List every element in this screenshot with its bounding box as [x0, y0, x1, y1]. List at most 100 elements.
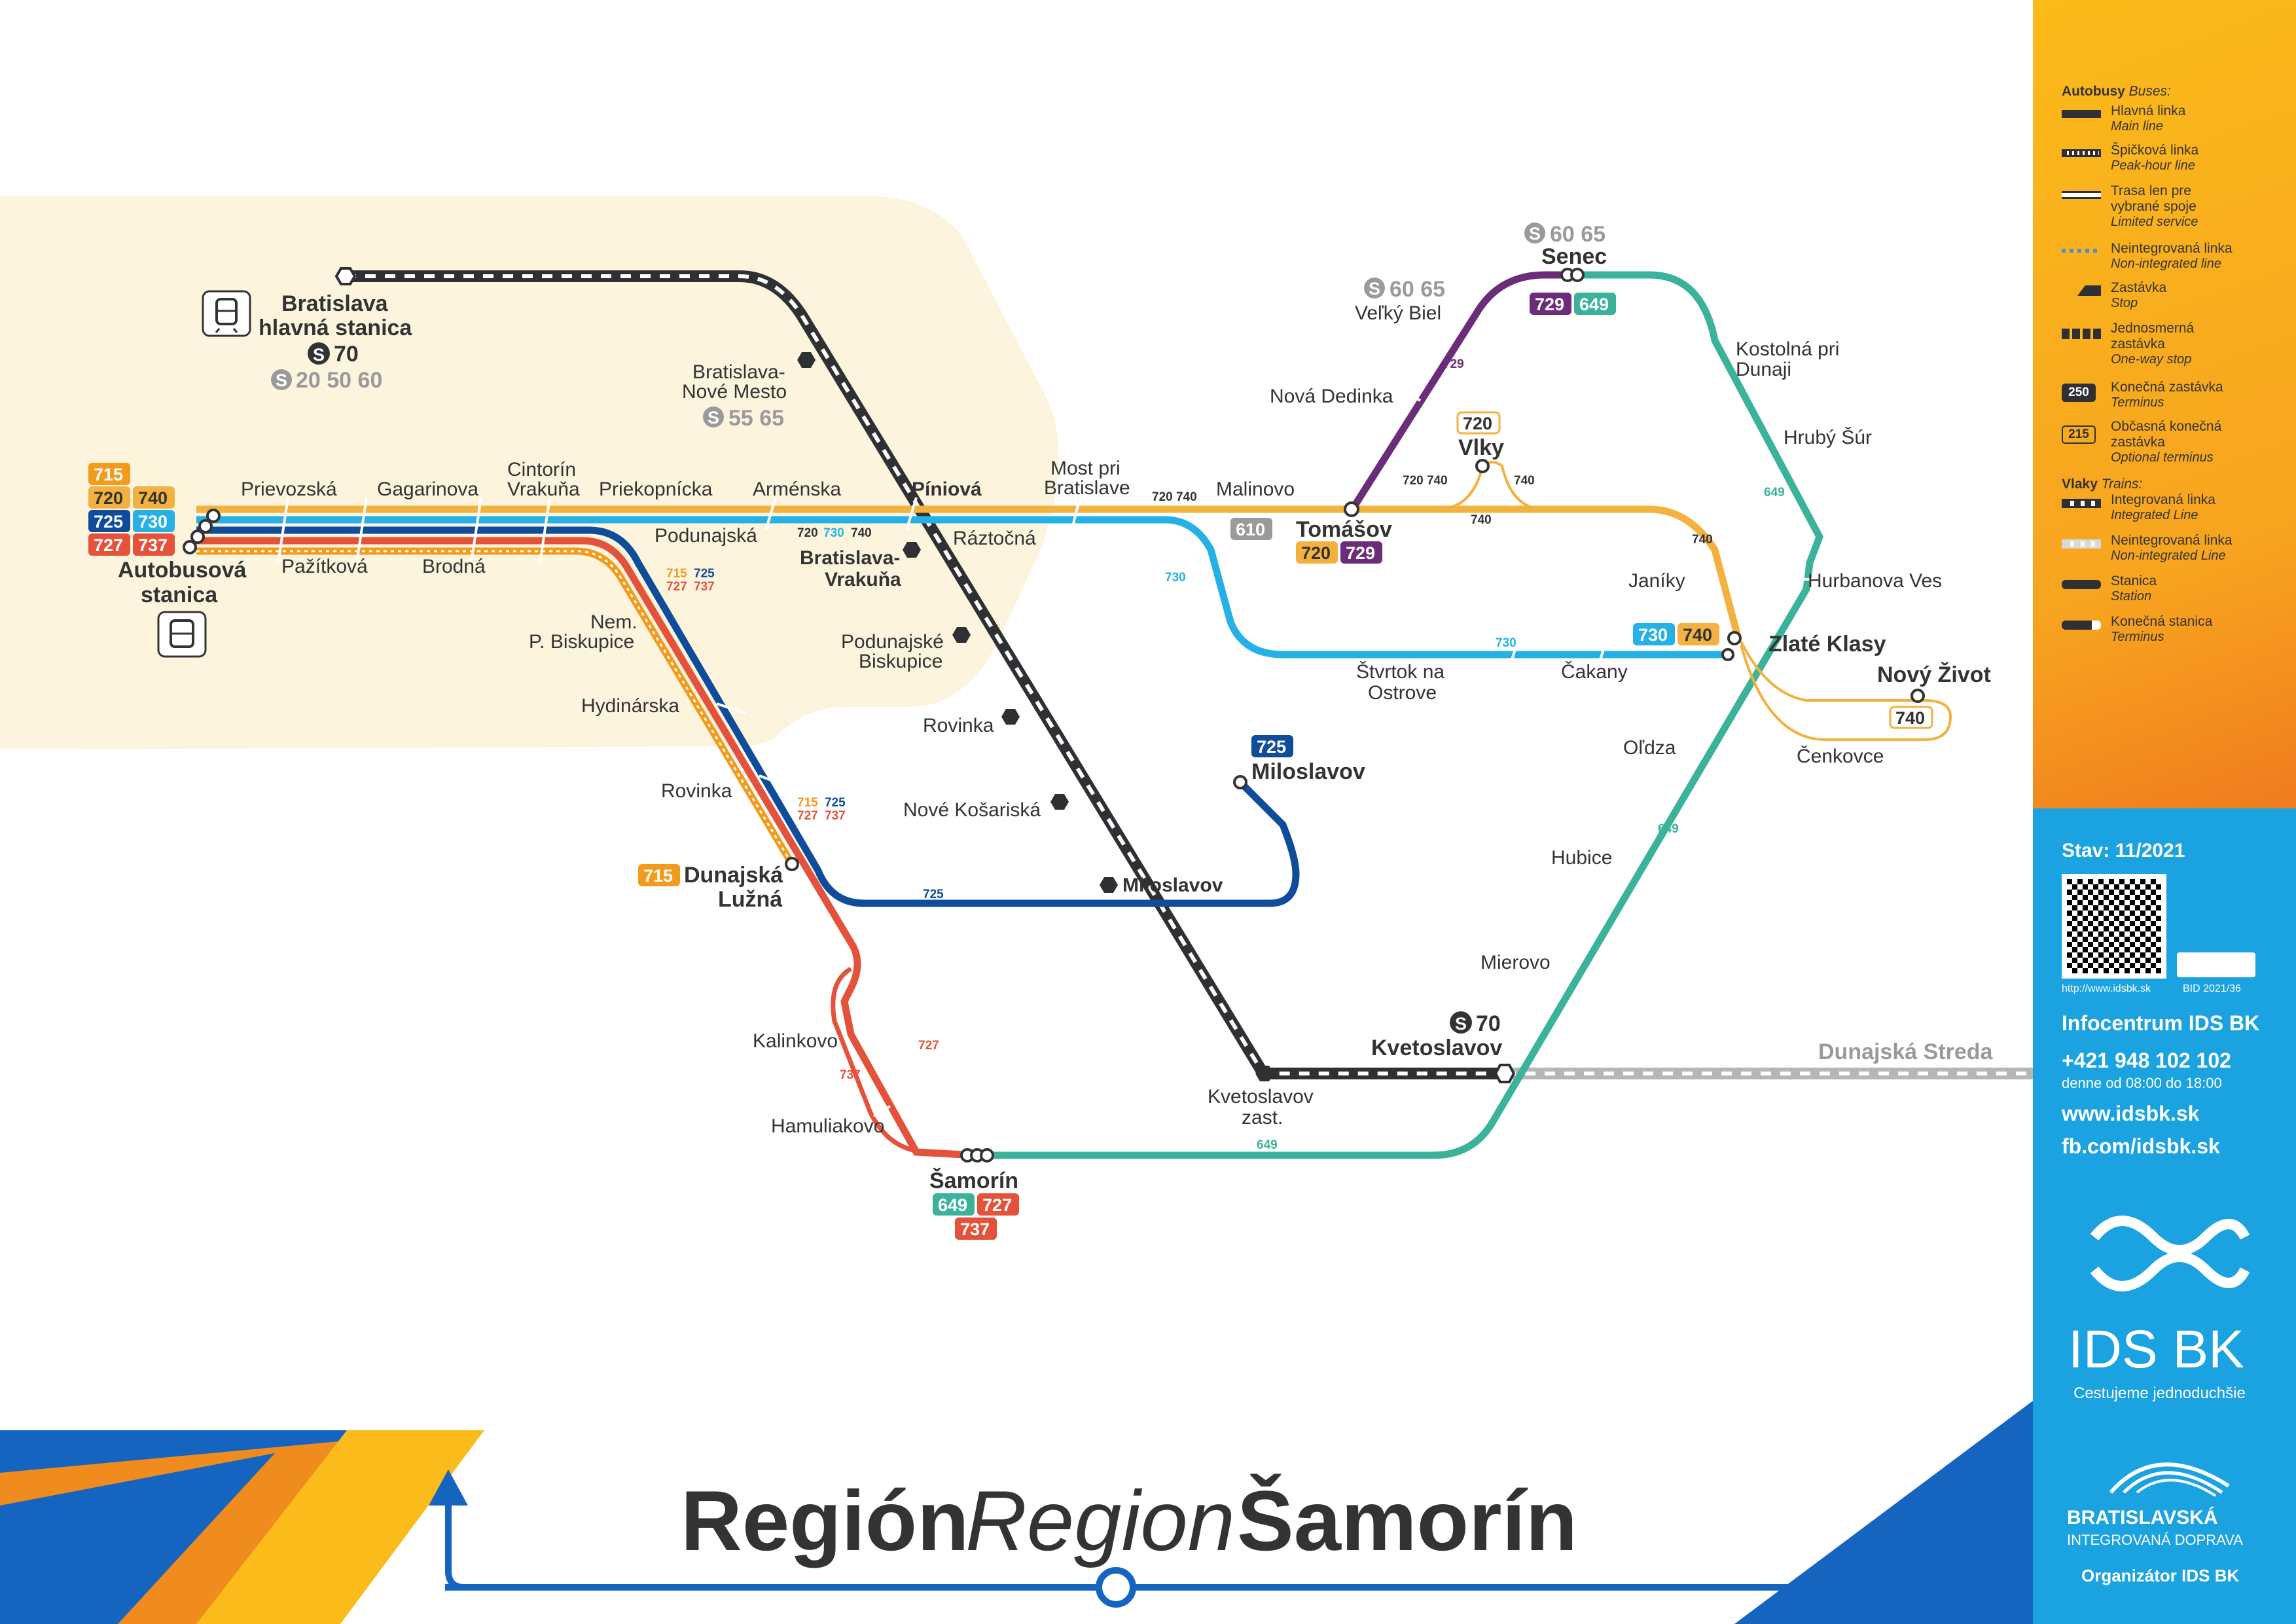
- label-janiky: Janíky: [1628, 570, 1685, 592]
- label-hubice: Hubice: [1551, 847, 1612, 869]
- label-kalinkovo: Kalinkovo: [753, 1030, 838, 1052]
- label-s-gray-nm: 55 65: [728, 406, 784, 431]
- ll-740-c: 740: [1471, 513, 1492, 527]
- label-autobusova-2: stanica: [141, 583, 218, 607]
- legend-train-integrated: Integrovaná linka Integrated Line: [2062, 492, 2284, 532]
- ll-730-c: 730: [1496, 636, 1516, 650]
- label-bratislava-hl-2: hlavná stanica: [259, 316, 412, 340]
- label-stvrtok-2: Ostrove: [1368, 682, 1437, 704]
- label-kostolna-2: Dunaji: [1736, 359, 1791, 380]
- ll-737-c: 737: [840, 1068, 861, 1082]
- bus-line-740-novy-zivot: [1740, 641, 1952, 741]
- label-s70-kv: 70: [1476, 1011, 1501, 1036]
- legend-stop: Zastávka Stop: [2062, 280, 2284, 319]
- qr-code[interactable]: [2062, 874, 2166, 979]
- badge-720: 720: [94, 488, 123, 508]
- ll-649-b: 649: [1658, 822, 1679, 836]
- label-tomasov: Tomášov: [1296, 517, 1392, 542]
- badge-715-dl: 715: [643, 866, 673, 886]
- label-miloslavov-bus: Miloslavov: [1251, 759, 1365, 784]
- legend-train-term-sk: Konečná stanica: [2111, 614, 2213, 629]
- legend-train-term-en: Terminus: [2111, 630, 2164, 644]
- legend-trains-en: Trains:: [2101, 477, 2143, 492]
- badge-740: 740: [138, 488, 168, 508]
- label-dunajska-luzna-2: Lužná: [718, 887, 782, 912]
- label-gagarinova: Gagarinova: [377, 478, 478, 500]
- legend-peak-line-en: Peak-hour line: [2111, 158, 2195, 173]
- badge-727-samorin: 727: [982, 1195, 1012, 1215]
- badge-730: 730: [138, 512, 168, 532]
- label-velky-biel: Veľký Biel: [1355, 302, 1441, 324]
- info-fb[interactable]: fb.com/idsbk.sk: [2062, 1134, 2220, 1158]
- badge-720-tomasov: 720: [1301, 543, 1331, 563]
- ll-725-a: 725: [694, 567, 715, 581]
- label-nova-dedinka: Nová Dedinka: [1270, 386, 1393, 407]
- legend-station-sk: Stanica: [2111, 573, 2157, 588]
- legend-terminus-en: Terminus: [2111, 395, 2164, 410]
- label-malinovo: Malinovo: [1216, 478, 1295, 500]
- label-stvrtok: Štvrtok na: [1356, 660, 1444, 683]
- bus-line-730: [196, 516, 1731, 659]
- legend-optional-sk: Občasná konečná zastávka: [2111, 419, 2222, 450]
- bratislava-city-area: [0, 196, 1059, 749]
- legend-station: Stanica Station: [2062, 573, 2284, 613]
- ll-725-c: 725: [923, 888, 944, 901]
- legend-oneway-en: One-way stop: [2111, 352, 2192, 367]
- legend-limited-sk: Trasa len pre vybrané spoje: [2111, 183, 2197, 214]
- station-kvetoslavov: [1494, 1064, 1516, 1083]
- label-brodna: Brodná: [422, 556, 486, 577]
- ll-740-a: 740: [851, 526, 872, 540]
- label-br-vrakuna: Bratislava-: [800, 547, 900, 569]
- line-labels: 720 740 720 730 740 715 725 727 737 715 …: [666, 357, 1785, 1152]
- legend-main-line: Hlavná linka Main line: [2062, 103, 2284, 143]
- ll-715-a: 715: [666, 567, 687, 581]
- label-hydinarska: Hydinárska: [581, 695, 679, 717]
- legend-nonint-sk: Neintegrovaná linka: [2111, 241, 2233, 256]
- label-zlate-klasy: Zlaté Klasy: [1768, 632, 1886, 657]
- label-cintorin-2: Vrakuňa: [507, 478, 580, 500]
- label-s-gray-senec: 60 65: [1550, 222, 1605, 247]
- info-slogan: Cestujeme jednoduchšie: [2073, 1384, 2246, 1402]
- legend-train-nonint-en: Non-integrated Line: [2111, 549, 2226, 563]
- label-prievozska: Prievozská: [241, 478, 337, 500]
- label-pazitkova: Pažítková: [281, 556, 368, 577]
- badge-715: 715: [94, 465, 123, 484]
- legend-limited-en: Limited service: [2111, 215, 2198, 229]
- ll-649-c: 649: [1257, 1138, 1278, 1152]
- label-oldza: Oľdza: [1623, 737, 1676, 759]
- ll-715-b: 715: [797, 796, 818, 810]
- label-dunajska-luzna: Dunajská: [684, 863, 783, 888]
- label-senec: Senec: [1541, 244, 1607, 269]
- info-infocentrum: Infocentrum IDS BK: [2062, 1011, 2260, 1035]
- legend-limited-service: Trasa len pre vybrané spoje Limited serv…: [2062, 183, 2284, 236]
- line-badges: 715 720 740 725 730 727 737 610 720 729 …: [88, 293, 1933, 1240]
- label-hurbanova: Hurbanova Ves: [1808, 570, 1942, 592]
- info-bid: BID 2021/36: [2183, 983, 2241, 994]
- station-rovinka: [1001, 709, 1020, 725]
- badge-729-senec: 729: [1535, 295, 1564, 314]
- ll-649-a: 649: [1764, 486, 1785, 499]
- station-bratislava-hl: [334, 267, 357, 285]
- label-cintorin: Cintorín: [507, 459, 576, 480]
- legend-trains-sk: Vlaky: [2062, 477, 2098, 492]
- label-rovinka-w: Rovinka: [661, 780, 732, 802]
- legend-train-terminus: Konečná stanica Terminus: [2062, 614, 2284, 653]
- legend-panel: [2033, 0, 2296, 808]
- svg-text:S: S: [313, 345, 325, 365]
- label-kvetoslavov-zast-2: zast.: [1242, 1107, 1283, 1128]
- label-br-vrakuna-2: Vrakuňa: [825, 569, 901, 590]
- legend-train-int-sk: Integrovaná linka: [2111, 492, 2215, 507]
- label-podunajska: Podunajská: [655, 525, 757, 547]
- info-qr-url[interactable]: http://www.idsbk.sk: [2062, 983, 2151, 994]
- label-hruby-sur: Hrubý Šúr: [1784, 426, 1872, 448]
- info-brand-1: BRATISLAVSKÁ: [2067, 1507, 2218, 1528]
- train-stations: [334, 267, 1516, 1083]
- info-phone[interactable]: +421 948 102 102: [2062, 1049, 2231, 1072]
- legend-train-nonint-sk: Neintegrovaná linka: [2111, 533, 2233, 548]
- info-web[interactable]: www.idsbk.sk: [2062, 1102, 2200, 1125]
- label-bratislava-hl: Bratislava: [281, 291, 389, 316]
- station-kvetoslavov-zast: [1255, 1066, 1274, 1081]
- legend-heading: Autobusy Buses:: [2062, 84, 2171, 99]
- ids-bk-logo-icon: [2090, 1216, 2250, 1291]
- station-br-vrakuna: [903, 542, 921, 558]
